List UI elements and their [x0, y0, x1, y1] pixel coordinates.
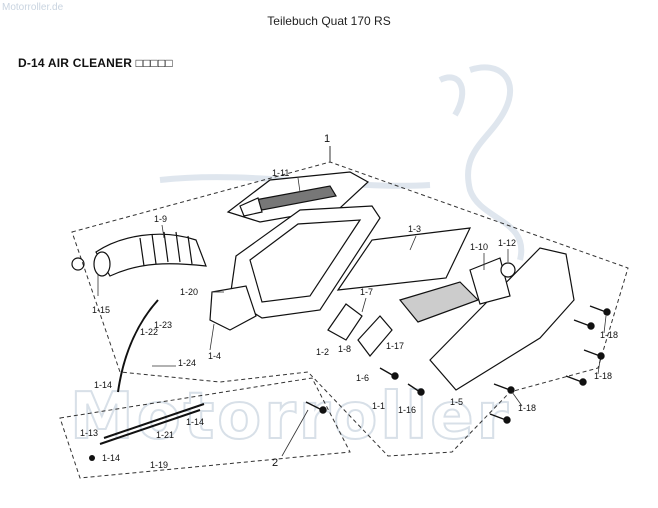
callout-1-9: 1-9 — [154, 214, 167, 224]
callout-1: 1 — [324, 133, 330, 145]
callout-1-6: 1-6 — [356, 373, 369, 383]
drain-tubes — [99, 299, 205, 445]
callout-1-4: 1-4 — [208, 351, 221, 361]
callout-1-2: 1-2 — [316, 347, 329, 357]
callout-1-14-a: 1-14 — [94, 380, 112, 390]
hose-clamp — [71, 257, 85, 271]
callout-1-3: 1-3 — [408, 224, 421, 234]
callout-1-21: 1-21 — [156, 430, 174, 440]
bolts — [305, 305, 611, 424]
callout-1-12: 1-12 — [498, 238, 516, 248]
callout-1-20: 1-20 — [180, 287, 198, 297]
side-cover — [429, 247, 575, 391]
callout-1-1: 1-1 — [372, 401, 385, 411]
callout-1-15: 1-15 — [92, 305, 110, 315]
small-parts — [327, 262, 516, 357]
callout-1-8: 1-8 — [338, 344, 351, 354]
callout-1-11: 1-11 — [272, 168, 289, 178]
callout-labels: 1 1-11 1-9 1-3 1-10 1-12 1-20 1-7 1-15 1… — [80, 133, 618, 470]
assembly-outline — [59, 161, 629, 479]
drain-clip — [89, 455, 95, 461]
callout-1-19: 1-19 — [150, 460, 168, 470]
filter-element — [336, 227, 480, 323]
air-cleaner-cover — [226, 171, 370, 223]
callout-1-18-b: 1-18 — [594, 371, 612, 381]
callout-1-18-c: 1-18 — [518, 403, 536, 413]
callout-1-18-a: 1-18 — [600, 330, 618, 340]
callout-1-23: 1-23 — [154, 320, 172, 330]
watermark-site-text: Motorroller.de — [2, 2, 64, 13]
leader-lines — [97, 177, 607, 457]
callout-1-10: 1-10 — [470, 242, 488, 252]
callout-1-5: 1-5 — [450, 397, 463, 407]
callout-1-13: 1-13 — [80, 428, 98, 438]
document-title: Teilebuch Quat 170 RS — [267, 14, 391, 28]
callout-1-7: 1-7 — [360, 287, 373, 297]
callout-1-16: 1-16 — [398, 405, 416, 415]
section-title: D-14 AIR CLEANER □□□□□ — [18, 56, 173, 70]
air-cleaner-housing — [209, 205, 381, 331]
callout-1-24: 1-24 — [178, 358, 196, 368]
watermark-brand-text: Motorroller — [70, 380, 511, 454]
callout-1-14-b: 1-14 — [186, 417, 204, 427]
callout-2: 2 — [272, 457, 278, 469]
callout-1-22: 1-22 — [140, 327, 158, 337]
callout-1-14-c: 1-14 — [102, 453, 120, 463]
callout-1-17: 1-17 — [386, 341, 404, 351]
intake-hose — [93, 231, 207, 277]
